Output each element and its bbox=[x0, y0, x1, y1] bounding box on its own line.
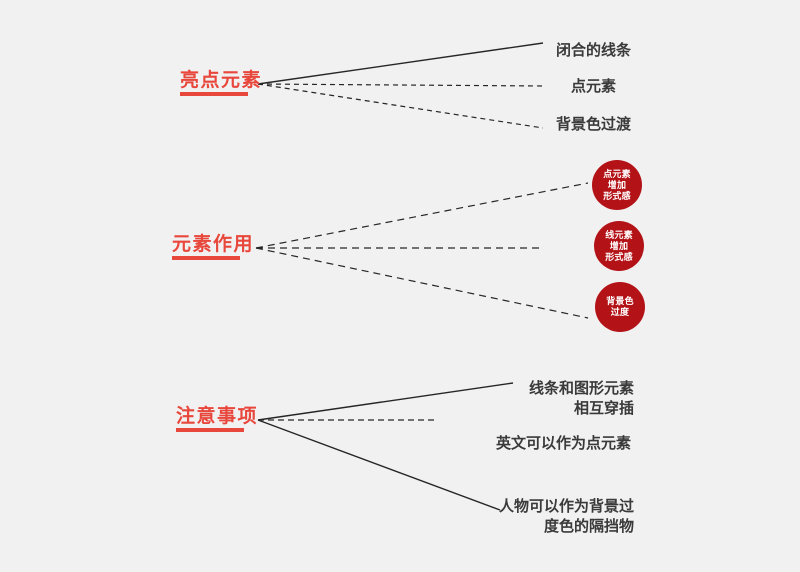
section-heading-element-roles: 元素作用 bbox=[172, 234, 255, 255]
section-rule-highlight-elements bbox=[180, 92, 248, 96]
circle-node-background-transition-line1: 背景色 bbox=[606, 296, 634, 306]
leaf-label-background-gradient: 背景色过渡 bbox=[556, 116, 632, 133]
connector-2-1 bbox=[255, 182, 589, 249]
connector-1-1 bbox=[257, 42, 544, 85]
section-rule-element-roles bbox=[172, 256, 240, 260]
circle-node-background-transition: 背景色 过度 bbox=[595, 282, 645, 332]
circle-node-point-element-line1: 点元素 bbox=[603, 168, 631, 179]
connector-1-2 bbox=[257, 83, 544, 87]
circle-node-line-element-line1: 线元素 bbox=[605, 229, 633, 240]
leaf-label-people-as-background-blocker-line2: 度色的隔挡物 bbox=[543, 518, 634, 535]
section-rule-notes bbox=[176, 428, 244, 432]
leaf-label-people-as-background-blocker: 人物可以作为背景过 度色的隔挡物 bbox=[452, 497, 634, 537]
circle-node-point-element: 点元素 增加 形式感 bbox=[592, 160, 642, 210]
section-heading-highlight-elements: 亮点元素 bbox=[180, 70, 263, 91]
connector-2-3 bbox=[255, 247, 589, 319]
leaf-label-people-as-background-blocker-line1: 人物可以作为背景过 bbox=[498, 498, 634, 515]
circle-node-point-element-line3: 形式感 bbox=[603, 190, 631, 201]
circle-node-background-transition-line2: 过度 bbox=[610, 307, 630, 317]
circle-node-line-element-line2: 增加 bbox=[609, 240, 629, 251]
connector-1-3 bbox=[257, 83, 544, 129]
circle-node-line-element-line3: 形式感 bbox=[605, 251, 633, 262]
circle-node-line-element: 线元素 增加 形式感 bbox=[594, 221, 644, 271]
leaf-label-lines-and-shapes-interleave-line2: 相互穿插 bbox=[573, 400, 634, 417]
leaf-label-point-element: 点元素 bbox=[571, 78, 617, 95]
circle-node-point-element-line2: 增加 bbox=[607, 179, 627, 190]
leaf-label-english-as-point-element: 英文可以作为点元素 bbox=[496, 435, 632, 452]
leaf-label-lines-and-shapes-interleave: 线条和图形元素 相互穿插 bbox=[452, 379, 634, 419]
section-heading-notes: 注意事项 bbox=[176, 406, 259, 427]
leaf-label-closed-lines: 闭合的线条 bbox=[556, 42, 632, 59]
leaf-label-lines-and-shapes-interleave-line1: 线条和图形元素 bbox=[528, 380, 634, 397]
